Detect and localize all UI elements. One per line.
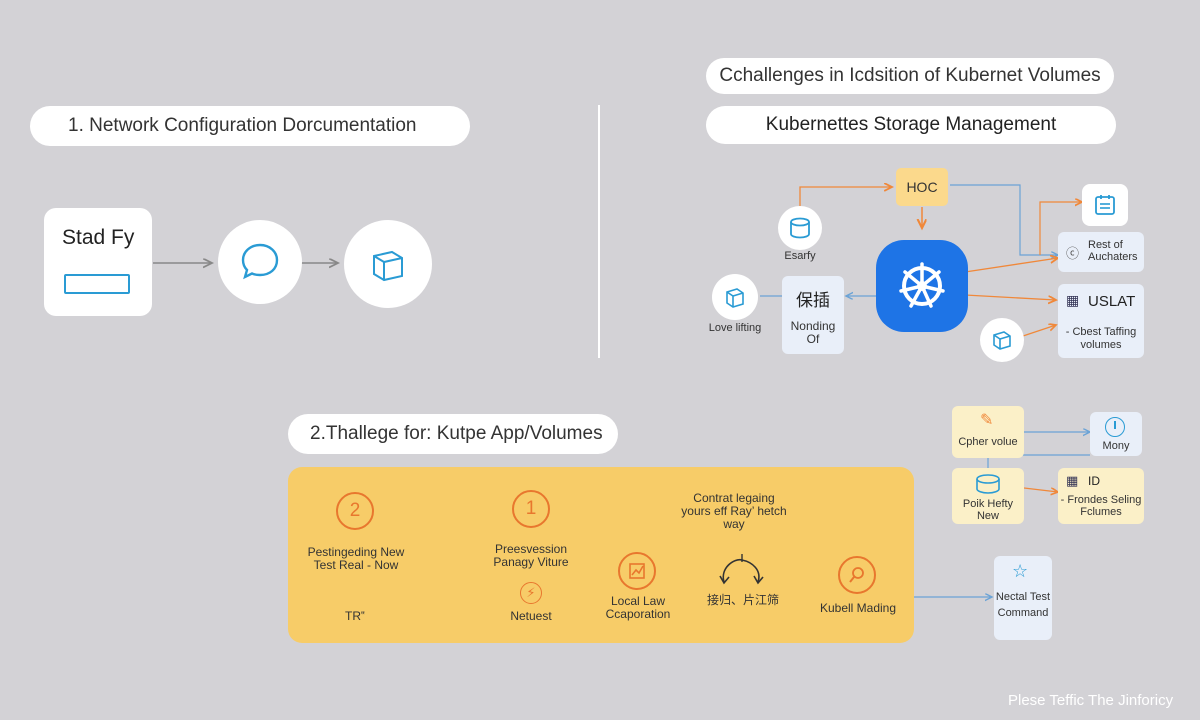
step1-sub: TR‟ [345, 609, 365, 623]
kubell-label: Kubell Mading [819, 601, 897, 615]
right-title1: Cchallenges in Icdsition of Kubernet Vol… [719, 65, 1101, 86]
right-title2-pill: Kubernettes Storage Management [706, 106, 1116, 144]
uslat-label: USLAT [1088, 293, 1136, 310]
step2-number: 1 [512, 490, 550, 528]
doc-node[interactable] [1082, 184, 1128, 226]
section2-title-pill: 2.Thallege for: Kutpe App/Volumes [288, 414, 618, 454]
cube-outline-icon [993, 331, 1011, 350]
step1-number: 2 [336, 492, 374, 530]
step1-label: Pestingeding New Test Real - Now [307, 545, 405, 572]
start-card[interactable]: Stad Fy [44, 208, 152, 316]
rest-icon: ⓒ [1066, 246, 1080, 261]
section2-title: 2.Thallege for: Kutpe App/Volumes [310, 423, 603, 444]
grid-small-icon: ▦ [1066, 473, 1079, 488]
nectal-card[interactable]: ☆ Nectal Test Command [994, 556, 1052, 640]
id-label: ID [1088, 474, 1100, 488]
input-bar-icon [64, 274, 130, 294]
mony-card[interactable]: Mony [1090, 412, 1142, 456]
love-label: Love lifting [708, 322, 762, 334]
cube-icon [373, 250, 403, 282]
esarfy-label: Esarfy [784, 250, 816, 262]
uslat-card[interactable]: ▦ USLAT - Cbest Taffing volumes [1058, 284, 1144, 358]
cpher-label: Cpher volue [958, 436, 1018, 448]
chart-edit-icon [629, 563, 645, 579]
volume-node[interactable] [980, 318, 1024, 362]
local-node[interactable] [618, 552, 656, 590]
nonding-label: Nonding Of [790, 319, 836, 346]
poik-card[interactable]: Poik Hefty New [952, 468, 1024, 524]
star-icon: ☆ [1012, 561, 1029, 581]
kubell-node[interactable] [838, 556, 876, 594]
process-panel [288, 467, 914, 643]
nonding-card[interactable]: 保插 Nonding Of [782, 276, 844, 354]
database-icon [790, 217, 810, 239]
rest-card[interactable]: ⓒ Rest of Auchaters [1058, 232, 1144, 272]
right-title1-pill: Cchallenges in Icdsition of Kubernet Vol… [706, 58, 1114, 94]
footer-text: Plese Teffic The Jinforicy [1008, 692, 1174, 709]
local-label: Local Law Ccaporation [605, 594, 671, 621]
frondes-card[interactable]: ▦ ID - Frondes Seling Fclumes [1058, 468, 1144, 524]
contrat-label: Contrat legaing yours eff Ray’ hetch way [681, 491, 787, 531]
section1-title-pill: 1. Network Configuration Dorcumentation [30, 106, 470, 146]
section1-title: 1. Network Configuration Dorcumentation [68, 115, 417, 136]
right-title2: Kubernettes Storage Management [765, 114, 1057, 135]
love-node[interactable] [712, 274, 758, 320]
cjk2-label: 接归、片江筛 [706, 593, 779, 607]
hoc-box[interactable]: HOC [896, 168, 948, 206]
clipboard-icon [1095, 195, 1115, 215]
storage-node[interactable] [778, 206, 822, 250]
step2-label: Preesvession Panagy Viture [493, 542, 569, 569]
mony-label: Mony [1102, 440, 1130, 452]
grid-icon: ▦ [1066, 292, 1080, 308]
lightning-icon: ⚡ [520, 582, 542, 604]
cjk-label: 保插 [796, 291, 830, 310]
disk-icon [976, 474, 1000, 494]
pencil-icon: ✎ [980, 412, 994, 429]
cycle-arrows-icon [719, 554, 764, 585]
nectal-label: Nectal Test Command [995, 591, 1051, 619]
search-icon [849, 567, 864, 583]
start-label: Stad Fy [62, 226, 135, 249]
poik-label: Poik Hefty New [962, 498, 1014, 522]
chat-bubble-icon [241, 243, 279, 280]
frondes-label: - Frondes Seling Fclumes [1060, 494, 1142, 518]
cbest-label: - Cbest Taffing volumes [1065, 326, 1137, 351]
box-node[interactable] [344, 220, 432, 308]
clock-icon [1105, 417, 1125, 437]
kubernetes-wheel-icon [899, 262, 945, 308]
step2-sub: Netuest [510, 609, 552, 623]
box-icon [726, 288, 744, 308]
rest-label: Rest of Auchaters [1088, 239, 1138, 263]
kubernetes-node[interactable] [876, 240, 968, 332]
cpher-card[interactable]: ✎ Cpher volue [952, 406, 1024, 458]
chat-node[interactable] [218, 220, 302, 304]
